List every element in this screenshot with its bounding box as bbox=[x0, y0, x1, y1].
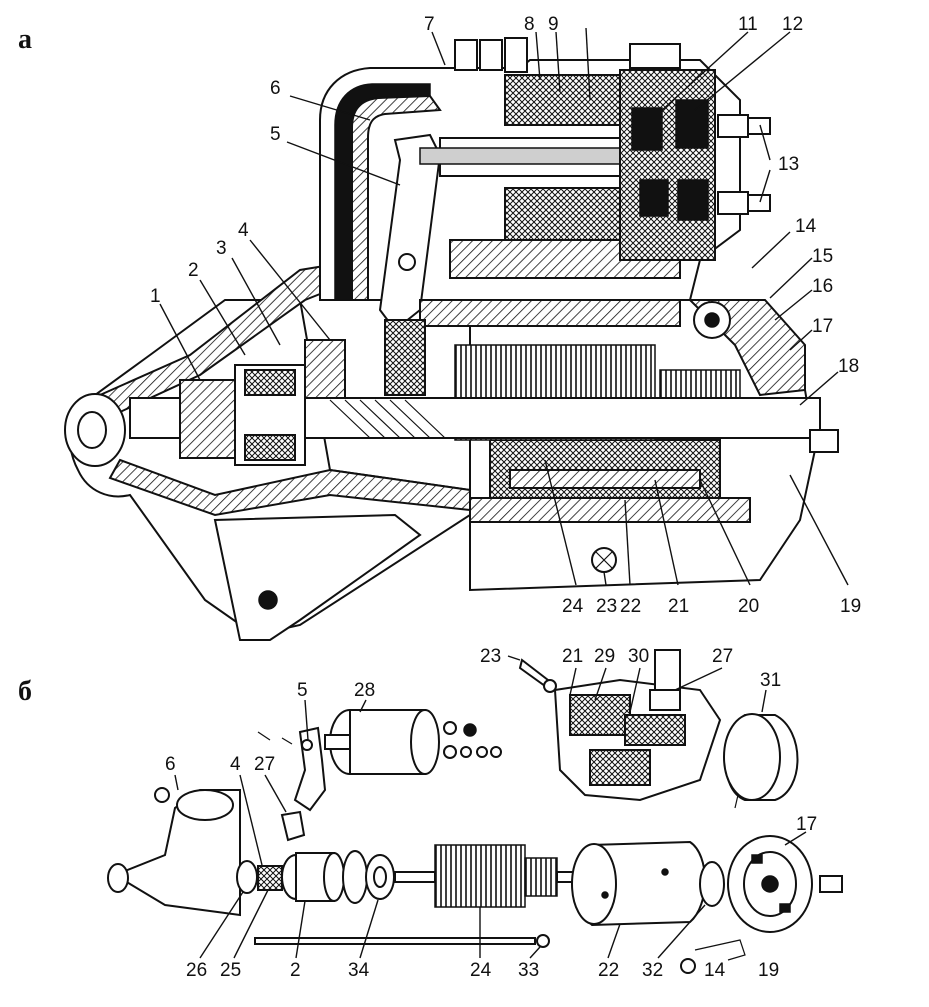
lever-pivot bbox=[398, 253, 416, 271]
nut-14 bbox=[680, 958, 696, 974]
end-bolt bbox=[809, 429, 839, 453]
callout-b-4: 4 bbox=[230, 754, 241, 775]
callout-a-17: 17 bbox=[812, 316, 833, 337]
drive-housing-part bbox=[107, 787, 241, 917]
drive-collar bbox=[304, 339, 346, 399]
callout-b-31: 31 bbox=[760, 670, 781, 691]
callout-a-5: 5 bbox=[270, 124, 281, 145]
callout-a-7: 7 bbox=[424, 14, 435, 35]
washer-26 bbox=[236, 860, 258, 894]
callout-a-22: 22 bbox=[620, 596, 641, 617]
panel-label-b: б bbox=[18, 676, 32, 707]
mounting-hole bbox=[258, 590, 278, 610]
callout-b-26: 26 bbox=[186, 960, 207, 981]
callout-b-34: 34 bbox=[348, 960, 370, 981]
clutch-rollers-lower bbox=[244, 434, 296, 461]
contact-plate-4 bbox=[677, 179, 709, 221]
solenoid-part bbox=[324, 709, 502, 775]
top-bolts bbox=[454, 37, 681, 73]
callout-a-13: 13 bbox=[778, 154, 799, 175]
callout-a-16: 16 bbox=[812, 276, 833, 297]
mounting-flange bbox=[213, 513, 422, 641]
callout-b-32: 32 bbox=[642, 960, 663, 981]
callout-a-14: 14 bbox=[795, 216, 817, 237]
callout-b-22: 22 bbox=[598, 960, 619, 981]
callout-a-2: 2 bbox=[188, 260, 199, 281]
yoke-part bbox=[571, 840, 706, 927]
solenoid-winding-upper bbox=[504, 74, 636, 126]
callout-b-5: 5 bbox=[297, 680, 308, 701]
callout-b-6: 6 bbox=[165, 754, 176, 775]
callout-b-30: 30 bbox=[628, 646, 649, 667]
cutaway-view: а 1 2 3 4 5 6 7 8 9 11 12 13 14 15 16 17… bbox=[18, 14, 861, 641]
callout-b-23: 23 bbox=[480, 646, 501, 667]
callout-b-17: 17 bbox=[796, 814, 817, 835]
callout-a-12: 12 bbox=[782, 14, 803, 35]
nut-33 bbox=[536, 934, 550, 948]
nose-bore-inner bbox=[77, 411, 107, 449]
callout-b-33: 33 bbox=[518, 960, 539, 981]
callout-b-25: 25 bbox=[220, 960, 241, 981]
yoke-wall-hatch bbox=[469, 497, 751, 523]
exploded-view: б 23 21 29 30 27 31 5 28 6 4 27 17 26 25… bbox=[18, 646, 843, 981]
armature-part bbox=[394, 844, 578, 908]
panel-label-a: а bbox=[18, 24, 32, 55]
callout-a-15: 15 bbox=[812, 246, 833, 267]
pinion-clutch-part bbox=[281, 850, 368, 904]
callout-a-24: 24 bbox=[562, 596, 584, 617]
contact-plate-2 bbox=[675, 99, 709, 149]
callout-a-1: 1 bbox=[150, 286, 161, 307]
bushing-25 bbox=[257, 865, 283, 891]
callout-a-20: 20 bbox=[738, 596, 759, 617]
callout-a-9: 9 bbox=[548, 14, 559, 35]
spring bbox=[384, 319, 426, 396]
yoke-wall-hatch-top bbox=[419, 299, 681, 327]
cover-band bbox=[723, 713, 799, 809]
callout-b-21: 21 bbox=[562, 646, 583, 667]
callout-a-4: 4 bbox=[238, 220, 249, 241]
callout-a-11: 11 bbox=[738, 14, 758, 35]
callout-b-14: 14 bbox=[704, 960, 726, 981]
callout-a-18: 18 bbox=[838, 356, 859, 377]
leaders-a bbox=[159, 27, 849, 586]
end-cap-part bbox=[727, 835, 843, 933]
leaders-b bbox=[174, 655, 807, 959]
terminal-studs bbox=[717, 114, 771, 215]
spring-34 bbox=[365, 854, 395, 900]
contact-plate bbox=[631, 107, 663, 151]
callout-b-2: 2 bbox=[290, 960, 301, 981]
solenoid-shell-hatch bbox=[351, 94, 442, 301]
callout-a-8: 8 bbox=[524, 14, 535, 35]
yoke-screw-slot bbox=[595, 551, 613, 569]
callout-a-23: 23 bbox=[596, 596, 617, 617]
callout-a-6: 6 bbox=[270, 78, 281, 99]
contact-plate-3 bbox=[639, 179, 669, 217]
callout-b-28: 28 bbox=[354, 680, 375, 701]
callout-b-27: 27 bbox=[254, 754, 275, 775]
pinion bbox=[179, 379, 236, 459]
callout-b-27-top: 27 bbox=[712, 646, 733, 667]
brush-holder-center bbox=[704, 312, 720, 328]
callout-b-29: 29 bbox=[594, 646, 615, 667]
shaft-splines bbox=[329, 399, 446, 439]
seal-ring bbox=[699, 861, 725, 907]
brush-holder-assembly bbox=[553, 649, 722, 802]
spring-19 bbox=[694, 939, 746, 961]
solenoid-winding-lower bbox=[504, 187, 621, 241]
callout-b-24: 24 bbox=[470, 960, 492, 981]
block-27 bbox=[280, 810, 306, 842]
callout-a-21: 21 bbox=[668, 596, 689, 617]
callout-a-3: 3 bbox=[216, 238, 227, 259]
callout-b-19: 19 bbox=[758, 960, 779, 981]
callout-a-19: 19 bbox=[840, 596, 861, 617]
through-bolt bbox=[254, 937, 536, 945]
solenoid-end-plate bbox=[619, 69, 716, 261]
screw-23 bbox=[518, 658, 557, 693]
clutch-rollers bbox=[244, 369, 296, 396]
pole-shoe bbox=[509, 469, 701, 489]
lever-part bbox=[257, 726, 327, 812]
